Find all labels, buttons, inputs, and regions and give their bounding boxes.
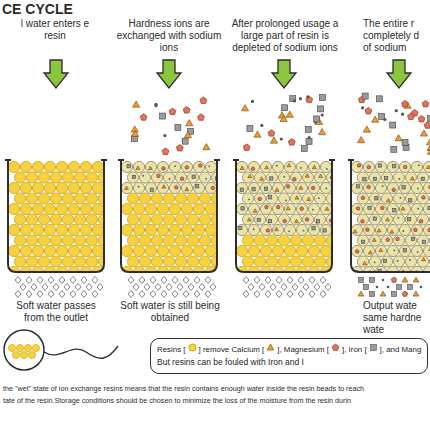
resin-tank	[5, 160, 122, 278]
key-box: Resins [ ] remove Calcium [ ], Magnesium […	[150, 338, 428, 374]
bead-icon	[188, 343, 197, 352]
key-text: Resins [	[157, 343, 186, 356]
key-text: But resins can be fouled with Iron and I	[157, 356, 304, 369]
icon-holder	[264, 343, 277, 356]
icon-holder	[367, 343, 380, 356]
resin-tank	[118, 160, 235, 278]
flow-arrow	[272, 60, 296, 88]
result-caption: Soft water is still being obtained	[118, 300, 222, 324]
sq-icon	[369, 343, 378, 352]
output-water	[243, 277, 331, 298]
step-caption: The entire r completely d of sodium	[363, 18, 427, 54]
result-caption: Soft water passes from the outlet	[6, 300, 106, 324]
step-caption: Hardness ions are exchanged with sodium …	[113, 18, 225, 54]
hardness-ions	[131, 97, 210, 154]
output-water	[358, 277, 422, 296]
resin-tank	[233, 160, 350, 278]
key-text: ], and Mang	[380, 343, 422, 356]
flow-arrow	[44, 60, 68, 88]
hardness-ions	[357, 93, 430, 154]
resin-magnifier	[4, 330, 118, 370]
step-caption: After prolonged usage a large part of re…	[226, 18, 344, 54]
footnote: tate of the resin.Storage conditions sho…	[3, 395, 427, 406]
tri-icon	[266, 343, 275, 352]
step-caption: l water enters e resin	[20, 18, 90, 42]
footnote: the "wet" state of ion exchange resins m…	[3, 383, 427, 394]
icon-holder	[186, 343, 199, 356]
pent-icon	[331, 343, 340, 352]
key-text: ] remove Calcium [	[199, 343, 265, 356]
title: CE CYCLE	[2, 1, 73, 17]
resin-tank	[348, 160, 430, 278]
icon-holder	[329, 343, 342, 356]
flow-arrow	[157, 60, 181, 88]
hardness-ions	[241, 94, 325, 151]
flow-arrow	[387, 60, 411, 88]
output-water	[15, 277, 103, 298]
key-text: ], Iron [	[342, 343, 367, 356]
key-text: ], Magnesium [	[277, 343, 329, 356]
output-water	[128, 277, 216, 298]
result-caption: Output wate same hardne wate	[363, 300, 427, 336]
